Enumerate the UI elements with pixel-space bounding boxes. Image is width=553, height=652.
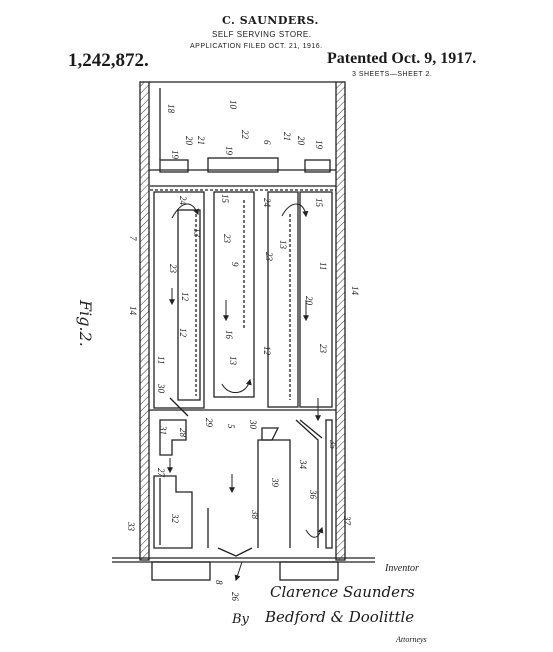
ref-19c: 19 <box>314 140 324 150</box>
ref-22: 22 <box>240 130 250 140</box>
ref-24a: 24 <box>178 196 188 206</box>
ref-35: 35 <box>328 439 338 450</box>
ref-19a: 19 <box>170 150 180 160</box>
ref-39: 39 <box>270 477 280 488</box>
ref-16: 16 <box>224 330 234 340</box>
left-housing <box>153 475 193 549</box>
feed-block-center <box>207 157 279 173</box>
patented-date: Patented Oct. 9, 1917. <box>327 50 477 67</box>
ref-23d: 23 <box>318 344 328 354</box>
feed-block-left <box>159 159 189 173</box>
ref-23a: 23 <box>222 234 232 244</box>
right-housing <box>325 419 333 549</box>
invention-title: SELF SERVING STORE. <box>212 30 312 39</box>
ref-8: 8 <box>214 580 224 585</box>
ref-12b: 12 <box>178 328 188 338</box>
channel-outer-right <box>299 191 333 408</box>
ref-18a: 18 <box>166 104 176 114</box>
ref-20a: 20 <box>184 136 194 146</box>
flow-arrow-2 <box>281 203 309 218</box>
attorney-signature: Bedford & Doolittle <box>265 608 415 626</box>
ref-19b: 19 <box>224 146 234 156</box>
ref-13b: 13 <box>278 240 288 250</box>
ref-28: 28 <box>178 428 188 438</box>
flow-arrow-3 <box>221 378 252 393</box>
inventor-name: C. SAUNDERS. <box>222 14 319 27</box>
ref-11b: 11 <box>156 356 166 364</box>
ref-6: 6 <box>262 140 272 145</box>
ref-30b: 30 <box>248 419 258 430</box>
by-label: By <box>232 612 249 627</box>
sheet-count: 3 SHEETS—SHEET 2. <box>352 71 433 78</box>
inventor-signature: Clarence Saunders <box>270 583 415 601</box>
ref-7: 7 <box>128 236 138 241</box>
application-date: APPLICATION FILED OCT. 21, 1916. <box>190 43 323 50</box>
ref-38: 38 <box>250 509 260 520</box>
channel-center <box>213 191 255 398</box>
ref-5: 5 <box>226 424 236 429</box>
patent-number: 1,242,872. <box>68 50 149 71</box>
diverter <box>261 427 280 441</box>
center-discharge-right <box>257 439 291 548</box>
ref-26: 26 <box>230 592 240 602</box>
ref-33: 33 <box>126 521 136 532</box>
ref-29: 29 <box>204 418 214 428</box>
flow-arrow-11 <box>234 561 243 582</box>
ref-24b: 24 <box>262 198 272 208</box>
figure-label: Fig.2. <box>76 299 95 347</box>
ref-11a: 11 <box>318 262 328 270</box>
bin-left <box>151 561 211 581</box>
ref-15b: 15 <box>314 198 324 208</box>
flow-arrow-10 <box>305 526 324 538</box>
ref-20b: 20 <box>296 136 306 146</box>
right-wall <box>335 81 346 561</box>
ref-37: 37 <box>342 515 352 526</box>
ref-31: 31 <box>158 425 168 435</box>
flow-arrow-1 <box>171 203 199 219</box>
ref-15a: 15 <box>220 194 230 204</box>
bin-right <box>279 561 339 581</box>
ref-21b: 21 <box>282 132 292 141</box>
left-wall <box>139 81 150 561</box>
ref-14b: 14 <box>350 286 360 296</box>
right-chute-inner <box>299 419 323 439</box>
right-chute <box>295 419 319 548</box>
ref-34: 34 <box>298 459 308 470</box>
ref-30a: 30 <box>156 383 166 394</box>
feed-block-right <box>304 159 331 173</box>
channel-inner-left <box>177 209 201 401</box>
lever-arm <box>169 397 189 417</box>
ref-23b: 23 <box>264 252 274 262</box>
ref-32: 32 <box>170 513 180 524</box>
ref-21a: 21 <box>196 136 206 145</box>
ref-12a: 12 <box>180 292 190 302</box>
ref-10: 10 <box>228 100 238 110</box>
ref-9: 9 <box>230 262 240 267</box>
ref-12c: 12 <box>262 346 272 356</box>
ref-23c: 23 <box>168 264 178 274</box>
ref-27: 27 <box>156 468 166 478</box>
ref-36: 36 <box>308 489 318 500</box>
ref-13a: 13 <box>192 228 202 238</box>
ref-13c: 13 <box>228 356 238 366</box>
ref-14a: 14 <box>128 306 138 316</box>
attorney-label: Attorneys <box>396 635 427 644</box>
left-chute <box>159 419 187 456</box>
gate-flaps <box>217 547 253 557</box>
channel-inner-right <box>267 191 299 408</box>
channel-outer-left <box>153 191 205 409</box>
inventor-label: Inventor <box>385 563 419 574</box>
ref-20c: 20 <box>304 296 314 306</box>
